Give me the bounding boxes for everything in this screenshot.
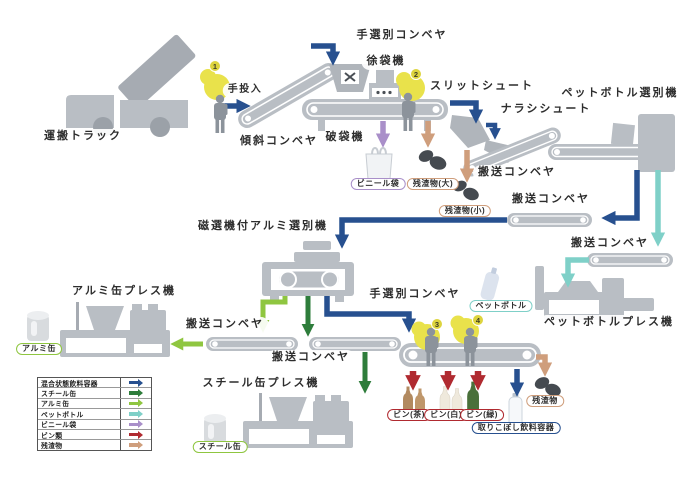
- worker-3: 3: [411, 318, 443, 366]
- flow-residue: [420, 121, 553, 377]
- arrow-to-hand-sort-2: [324, 296, 417, 333]
- incline-conveyor-1: [238, 63, 338, 128]
- magnetic-aluminum-sorter-machine: [262, 241, 354, 302]
- green-bottle-illustration: [467, 381, 479, 418]
- worker-2: 2: [396, 68, 425, 131]
- steel-can-illustration: [204, 414, 226, 444]
- mixed-arrow-icon: [129, 378, 143, 387]
- residue-arrow-icon: [129, 441, 143, 450]
- svg-text:1: 1: [213, 62, 217, 71]
- residue-small-illustration: [453, 180, 479, 201]
- worker-4: 4: [450, 314, 484, 366]
- legend-row-bottles: ビン類: [38, 429, 151, 441]
- truck-wheel-rear: [150, 117, 170, 137]
- bag-remover-machine: [369, 66, 401, 102]
- slit-chute-shape: [450, 115, 490, 148]
- step-badge-2: [410, 68, 422, 80]
- steel-press-machine: [243, 393, 353, 448]
- svg-text:2: 2: [414, 70, 418, 79]
- legend-row-vinyl: ビニール袋: [38, 419, 151, 430]
- step-badge-3: [431, 318, 443, 330]
- legend-row-residue: 残渣物: [38, 440, 151, 450]
- pet-sorter-machine: [548, 114, 675, 172]
- bag-breaker-machine: [329, 64, 371, 92]
- svg-text:3: 3: [435, 320, 439, 329]
- arrow-aluminum-to-conveyor: [256, 296, 288, 333]
- legend-row-aluminum: アルミ缶: [38, 398, 151, 410]
- arrow-sorter-to-mid-conveyor: [601, 170, 640, 226]
- transport-conveyor-steel: [309, 337, 401, 351]
- transport-conveyor-aluminum: [206, 337, 298, 351]
- missed-bottle-illustration: [508, 393, 523, 429]
- aluminum-press-machine: [60, 302, 170, 357]
- arrow-to-bag-breaker: [311, 43, 341, 66]
- flow-pet: [560, 170, 666, 288]
- flow-bottles: [405, 371, 486, 391]
- step-badge-1: [209, 60, 221, 72]
- transport-conveyor-right: [587, 253, 673, 267]
- worker-1: 1: [200, 60, 230, 133]
- vinyl-arrow-icon: [129, 420, 143, 429]
- legend-row-mixed: 混合状態飲料容器: [38, 378, 151, 389]
- legend-box: 混合状態飲料容器 スチール缶 アルミ缶 ペットボトル ビニール袋 ビン類 残渣物: [37, 377, 152, 451]
- arrow-to-narashi-chute: [486, 122, 501, 140]
- vinyl-bag-illustration: [365, 147, 393, 180]
- truck-wheel-front: [93, 117, 113, 137]
- svg-text:4: 4: [476, 316, 481, 325]
- transport-conveyor-mid: [507, 213, 592, 227]
- step-badge-4: [472, 314, 484, 326]
- steel-arrow-icon: [129, 389, 143, 398]
- aluminum-can-illustration: [27, 311, 49, 341]
- legend-row-pet: ペットボトル: [38, 409, 151, 420]
- arrow-residue-bottom: [536, 354, 553, 377]
- arrow-pet-to-press: [560, 257, 589, 288]
- arrow-to-magnetic-sorter: [334, 217, 507, 249]
- pet-bottle-illustration: [480, 267, 500, 301]
- bottles-arrow-icon: [129, 430, 143, 439]
- white-bottles-illustration: [439, 386, 463, 420]
- truck-illustration: [66, 34, 196, 137]
- residue-bottom-illustration: [534, 377, 561, 397]
- workers-layer: 1 2 3: [200, 60, 484, 366]
- brown-bottles-illustration: [403, 386, 425, 419]
- flow-aluminum: [170, 296, 288, 351]
- arrow-to-slit-chute: [450, 100, 484, 124]
- residue-large-illustration: [418, 150, 447, 170]
- aluminum-arrow-icon: [129, 399, 143, 408]
- legend-row-steel: スチール缶: [38, 388, 151, 399]
- machinery-layer: [60, 34, 675, 448]
- truck-dump-box: [118, 34, 196, 109]
- pet-press-machine: [535, 266, 654, 320]
- flow-steel: [301, 296, 372, 394]
- pet-arrow-icon: [129, 409, 143, 418]
